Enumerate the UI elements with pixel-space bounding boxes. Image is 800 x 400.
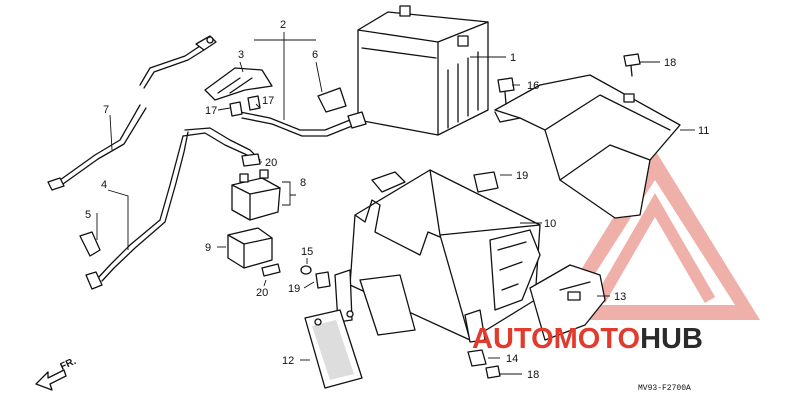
clip-20b xyxy=(261,263,281,277)
bolt-16 xyxy=(497,77,515,105)
direction-label: FR. xyxy=(59,356,78,373)
callout-17b: 17 xyxy=(262,95,274,107)
clip-19 xyxy=(473,171,499,193)
callout-16: 16 xyxy=(527,80,539,92)
clip-19b xyxy=(315,271,331,289)
callout-9: 9 xyxy=(205,242,211,254)
bolts-17 xyxy=(229,95,261,117)
rubber-plate xyxy=(304,309,363,389)
relay-cover xyxy=(227,227,273,269)
callout-19a: 19 xyxy=(516,170,528,182)
callout-4: 4 xyxy=(101,179,107,191)
callout-19b: 19 xyxy=(288,283,300,295)
starter-relay xyxy=(231,153,281,221)
positive-cable xyxy=(47,35,217,191)
sub-cable xyxy=(79,127,261,290)
callout-20b: 20 xyxy=(256,287,268,299)
callout-3: 3 xyxy=(238,49,244,61)
leader-lines xyxy=(96,32,695,375)
callout-1: 1 xyxy=(510,52,516,64)
callout-5: 5 xyxy=(85,209,91,221)
callout-10: 10 xyxy=(544,218,556,230)
nut-14 xyxy=(467,349,487,367)
watermark-text: AUTOMOTOHUB xyxy=(472,323,703,355)
side-panel xyxy=(529,264,606,341)
cable-sleeve xyxy=(204,67,273,101)
battery xyxy=(357,5,489,136)
drawing-code: MV93-F2700A xyxy=(638,384,691,393)
callout-20a: 20 xyxy=(265,157,277,169)
battery-tray xyxy=(494,74,681,219)
callout-12: 12 xyxy=(282,355,294,367)
bolt-18b xyxy=(485,365,501,379)
callout-14: 14 xyxy=(506,353,518,365)
front-direction-arrow: FR. xyxy=(35,356,78,391)
callout-8: 8 xyxy=(300,177,306,189)
callout-17a: 17 xyxy=(205,105,217,117)
callout-13: 13 xyxy=(614,291,626,303)
callout-18b: 18 xyxy=(527,369,539,381)
bolt-18 xyxy=(623,53,641,77)
battery-box xyxy=(334,169,541,343)
callout-2: 2 xyxy=(280,19,286,31)
callout-11: 11 xyxy=(698,125,709,137)
callout-15: 15 xyxy=(301,246,313,258)
negative-cable xyxy=(239,87,367,137)
callout-18a: 18 xyxy=(664,57,676,69)
watermark-brand-part2: HUB xyxy=(640,323,703,355)
callout-7: 7 xyxy=(103,104,109,116)
callout-6: 6 xyxy=(312,49,318,61)
watermark-brand-part1: AUTOMOTO xyxy=(472,323,640,355)
grommet-15 xyxy=(300,265,312,275)
